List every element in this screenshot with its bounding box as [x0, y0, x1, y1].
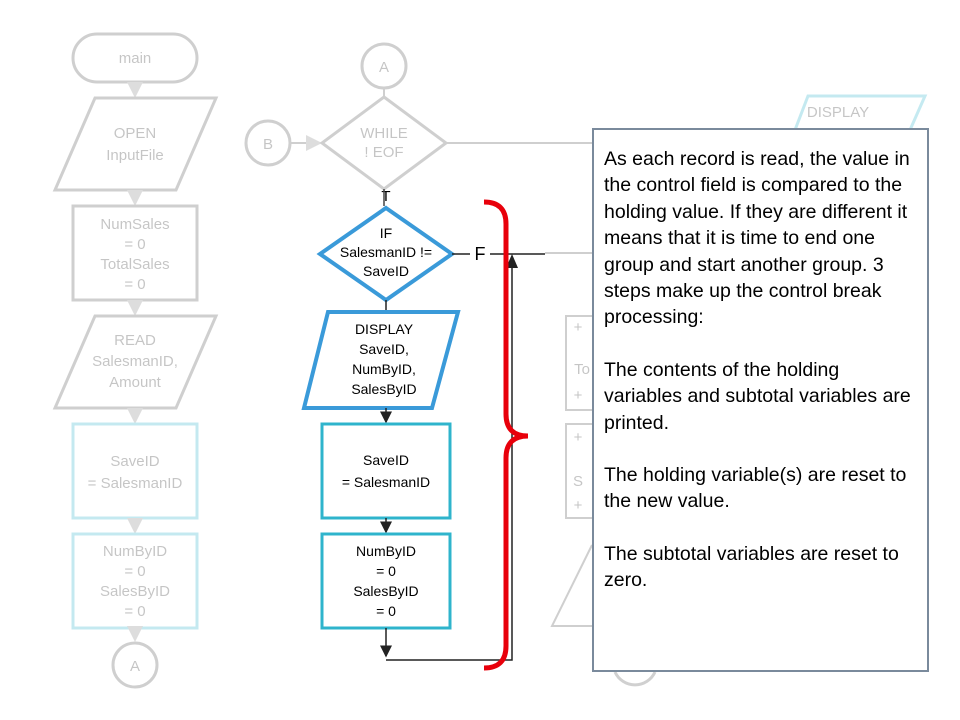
explanation-callout: As each record is read, the value in the… — [592, 128, 929, 672]
while-line-1: WHILE — [360, 125, 408, 142]
fragment-1: + — [574, 319, 583, 336]
display-subtotals-line-4: SalesByID — [351, 381, 416, 397]
reset-subtotals-faded-line-3: SalesByID — [100, 583, 170, 600]
init-totals-line-2: = 0 — [124, 236, 145, 253]
read-record-line-1: READ — [114, 332, 156, 349]
reset-subtotals-line-3: SalesByID — [353, 583, 418, 599]
connector-a-bottom-label: A — [130, 658, 140, 675]
reset-subtotals-line-4: = 0 — [376, 603, 396, 619]
while-diamond — [319, 95, 449, 191]
if-line-3: SaveID — [363, 263, 409, 279]
read-record-line-2: SalesmanID, — [92, 353, 178, 370]
fragment-5: S — [573, 473, 583, 490]
connector-a-top — [360, 42, 408, 90]
callout-step-2: The holding variable(s) are reset to the… — [604, 464, 907, 513]
control-break-body: T IF SalesmanID != SaveID F DISPLAY Save… — [301, 188, 545, 671]
init-totals-line-4: = 0 — [124, 276, 145, 293]
while-line-2: ! EOF — [364, 144, 403, 161]
reset-subtotals-line-2: = 0 — [376, 563, 396, 579]
main-terminal-label: main — [119, 50, 152, 67]
init-totals-line-3: TotalSales — [100, 256, 169, 273]
save-id-faded-line-2: = SalesmanID — [88, 475, 183, 492]
read-record-parallelogram — [52, 314, 219, 410]
fragment-2: To — [574, 361, 590, 378]
fragment-4: + — [574, 429, 583, 446]
display-subtotals-line-3: NumByID, — [352, 361, 416, 377]
display-totals-label: DISPLAY — [807, 104, 869, 121]
display-subtotals-line-2: SaveID, — [359, 341, 409, 357]
connector-b — [244, 119, 292, 167]
read-record-line-3: Amount — [109, 374, 162, 391]
reset-subtotals-faded-line-2: = 0 — [124, 563, 145, 580]
fragment-3: + — [574, 387, 583, 404]
callout-intro: As each record is read, the value in the… — [604, 148, 910, 329]
display-subtotals-line-1: DISPLAY — [355, 321, 414, 337]
init-totals-line-1: NumSales — [100, 216, 169, 233]
open-file-line-1: OPEN — [114, 125, 157, 142]
connector-a-top-label: A — [379, 59, 389, 76]
save-id-box-faded — [71, 422, 199, 520]
open-file-parallelogram — [52, 96, 219, 192]
reset-subtotals-faded-line-4: = 0 — [124, 603, 145, 620]
save-id-faded-line-1: SaveID — [110, 453, 159, 470]
save-id-box — [320, 422, 452, 520]
fragment-6: + — [574, 497, 583, 514]
display-subtotals-parallelogram — [301, 310, 461, 410]
callout-step-3: The subtotal variables are reset to zero… — [604, 542, 899, 592]
false-label: F — [475, 244, 486, 264]
connector-a-bottom — [111, 641, 159, 689]
loop-return-line — [386, 260, 513, 661]
left-flowchart: main OPEN InputFile NumSales = 0 TotalSa… — [52, 32, 219, 689]
callout-step-1: The contents of the holding variables an… — [604, 358, 911, 434]
open-file-line-2: InputFile — [106, 147, 164, 164]
true-label: T — [381, 188, 390, 205]
reset-subtotals-faded-line-1: NumByID — [103, 543, 167, 560]
save-id-line-2: = SalesmanID — [342, 474, 430, 490]
save-id-line-1: SaveID — [363, 452, 409, 468]
reset-subtotals-line-1: NumByID — [356, 543, 416, 559]
control-break-brace — [483, 199, 529, 671]
if-line-2: SalesmanID != — [340, 244, 432, 260]
connector-b-label: B — [263, 136, 273, 153]
if-line-1: IF — [380, 225, 392, 241]
